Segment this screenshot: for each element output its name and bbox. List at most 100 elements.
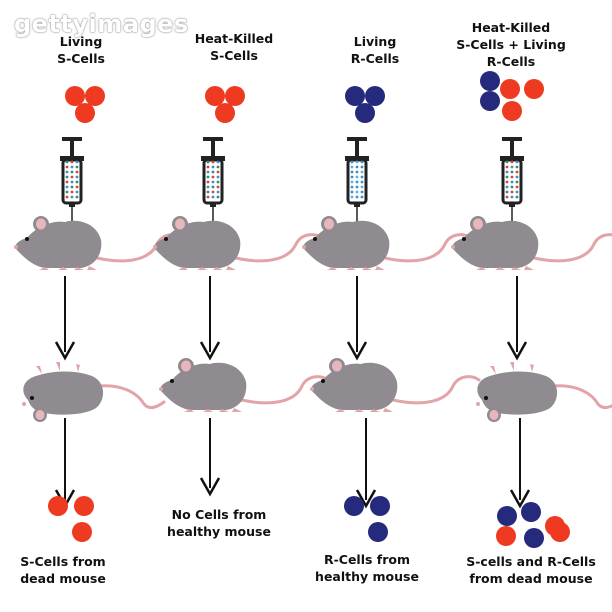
- syringe-contents: [211, 165, 215, 169]
- syringe-contents: [510, 175, 514, 179]
- s-cell: [72, 522, 92, 542]
- syringe-contents: [65, 190, 69, 194]
- syringe-contents: [206, 170, 210, 174]
- syringe-icon: [498, 135, 526, 224]
- syringe-contents: [360, 160, 364, 164]
- syringe-icon: [58, 135, 86, 224]
- label-living-r-cells: Living R-Cells: [300, 33, 450, 67]
- syringe-contents: [216, 195, 220, 199]
- syringe-contents: [505, 170, 509, 174]
- syringe-contents: [505, 160, 509, 164]
- syringe-contents: [360, 170, 364, 174]
- label-line: S-Cells + Living: [456, 37, 566, 52]
- syringe-contents: [211, 190, 215, 194]
- label-line: R-Cells: [350, 51, 400, 66]
- syringe-contents: [515, 185, 519, 189]
- label-result-4: S-cells and R-Cells from dead mouse: [456, 553, 606, 587]
- syringe-contents: [206, 160, 210, 164]
- syringe-contents: [350, 185, 354, 189]
- syringe-contents: [350, 165, 354, 169]
- arrowhead: [509, 489, 531, 509]
- syringe-contents: [216, 180, 220, 184]
- s-cell: [225, 86, 245, 106]
- s-cell: [500, 79, 520, 99]
- label-line: S-cells and R-Cells: [466, 554, 596, 569]
- s-cell: [74, 496, 94, 516]
- syringe-contents: [350, 195, 354, 199]
- syringe-contents: [510, 185, 514, 189]
- syringe-contents: [65, 195, 69, 199]
- syringe-contents: [65, 170, 69, 174]
- label-line: S-Cells: [210, 48, 258, 63]
- injected-mouse-icon: [449, 214, 612, 272]
- label-line: R-Cells from: [323, 552, 411, 567]
- syringe-contents: [505, 175, 509, 179]
- arrowhead: [199, 477, 221, 497]
- syringe-contents: [355, 190, 359, 194]
- dead-mouse-icon: [474, 360, 612, 424]
- syringe-contents: [211, 175, 215, 179]
- syringe-contents: [206, 190, 210, 194]
- r-cell: [345, 86, 365, 106]
- syringe-contents: [360, 175, 364, 179]
- r-cell: [368, 522, 388, 542]
- syringe-contents: [75, 175, 79, 179]
- syringe-contents: [350, 180, 354, 184]
- syringe-contents: [510, 195, 514, 199]
- syringe-contents: [355, 165, 359, 169]
- syringe-contents: [65, 165, 69, 169]
- result-cells-group: [48, 496, 570, 548]
- syringe-contents: [211, 180, 215, 184]
- syringe-contents: [206, 165, 210, 169]
- syringe-contents: [70, 185, 74, 189]
- arrowhead: [506, 341, 528, 361]
- r-cell: [355, 103, 375, 123]
- syringe-contents: [355, 195, 359, 199]
- s-cell: [85, 86, 105, 106]
- syringe-icon: [199, 135, 227, 224]
- arrowhead: [346, 341, 368, 361]
- syringe-icon: [343, 135, 371, 224]
- syringe-contents: [65, 185, 69, 189]
- syringe-contents: [350, 175, 354, 179]
- s-cell: [205, 86, 225, 106]
- syringe-contents: [350, 190, 354, 194]
- syringe-contents: [206, 195, 210, 199]
- syringe-contents: [216, 175, 220, 179]
- syringe-contents: [505, 180, 509, 184]
- syringe-contents: [505, 190, 509, 194]
- r-cell: [524, 528, 544, 548]
- syringe-contents: [350, 170, 354, 174]
- label-line: dead mouse: [20, 571, 106, 586]
- r-cell: [370, 496, 390, 516]
- r-cell: [365, 86, 385, 106]
- s-cell: [496, 526, 516, 546]
- syringe-contents: [515, 160, 519, 164]
- r-cell: [480, 71, 500, 91]
- syringe-contents: [75, 160, 79, 164]
- syringe-contents: [355, 160, 359, 164]
- s-cell: [215, 103, 235, 123]
- syringe-contents: [355, 185, 359, 189]
- label-line: Heat-Killed: [471, 20, 551, 35]
- syringe-contents: [216, 185, 220, 189]
- syringe-contents: [505, 185, 509, 189]
- dead-mouse-icon: [20, 360, 166, 424]
- label-result-3: R-Cells from healthy mouse: [292, 551, 442, 585]
- syringe-contents: [70, 195, 74, 199]
- syringe-contents: [211, 185, 215, 189]
- syringe-contents: [75, 185, 79, 189]
- syringe-contents: [360, 180, 364, 184]
- syringe-contents: [216, 170, 220, 174]
- outcome-mice-group: [20, 356, 612, 424]
- label-line: healthy mouse: [315, 569, 419, 584]
- syringe-contents: [75, 165, 79, 169]
- syringe-contents: [515, 190, 519, 194]
- label-living-s-cells: Living S-Cells: [6, 33, 156, 67]
- syringe-contents: [360, 165, 364, 169]
- syringe-contents: [216, 160, 220, 164]
- syringe-contents: [350, 160, 354, 164]
- label-line: healthy mouse: [167, 524, 271, 539]
- label-mixture: Heat-Killed S-Cells + Living R-Cells: [436, 19, 586, 70]
- s-cell: [65, 86, 85, 106]
